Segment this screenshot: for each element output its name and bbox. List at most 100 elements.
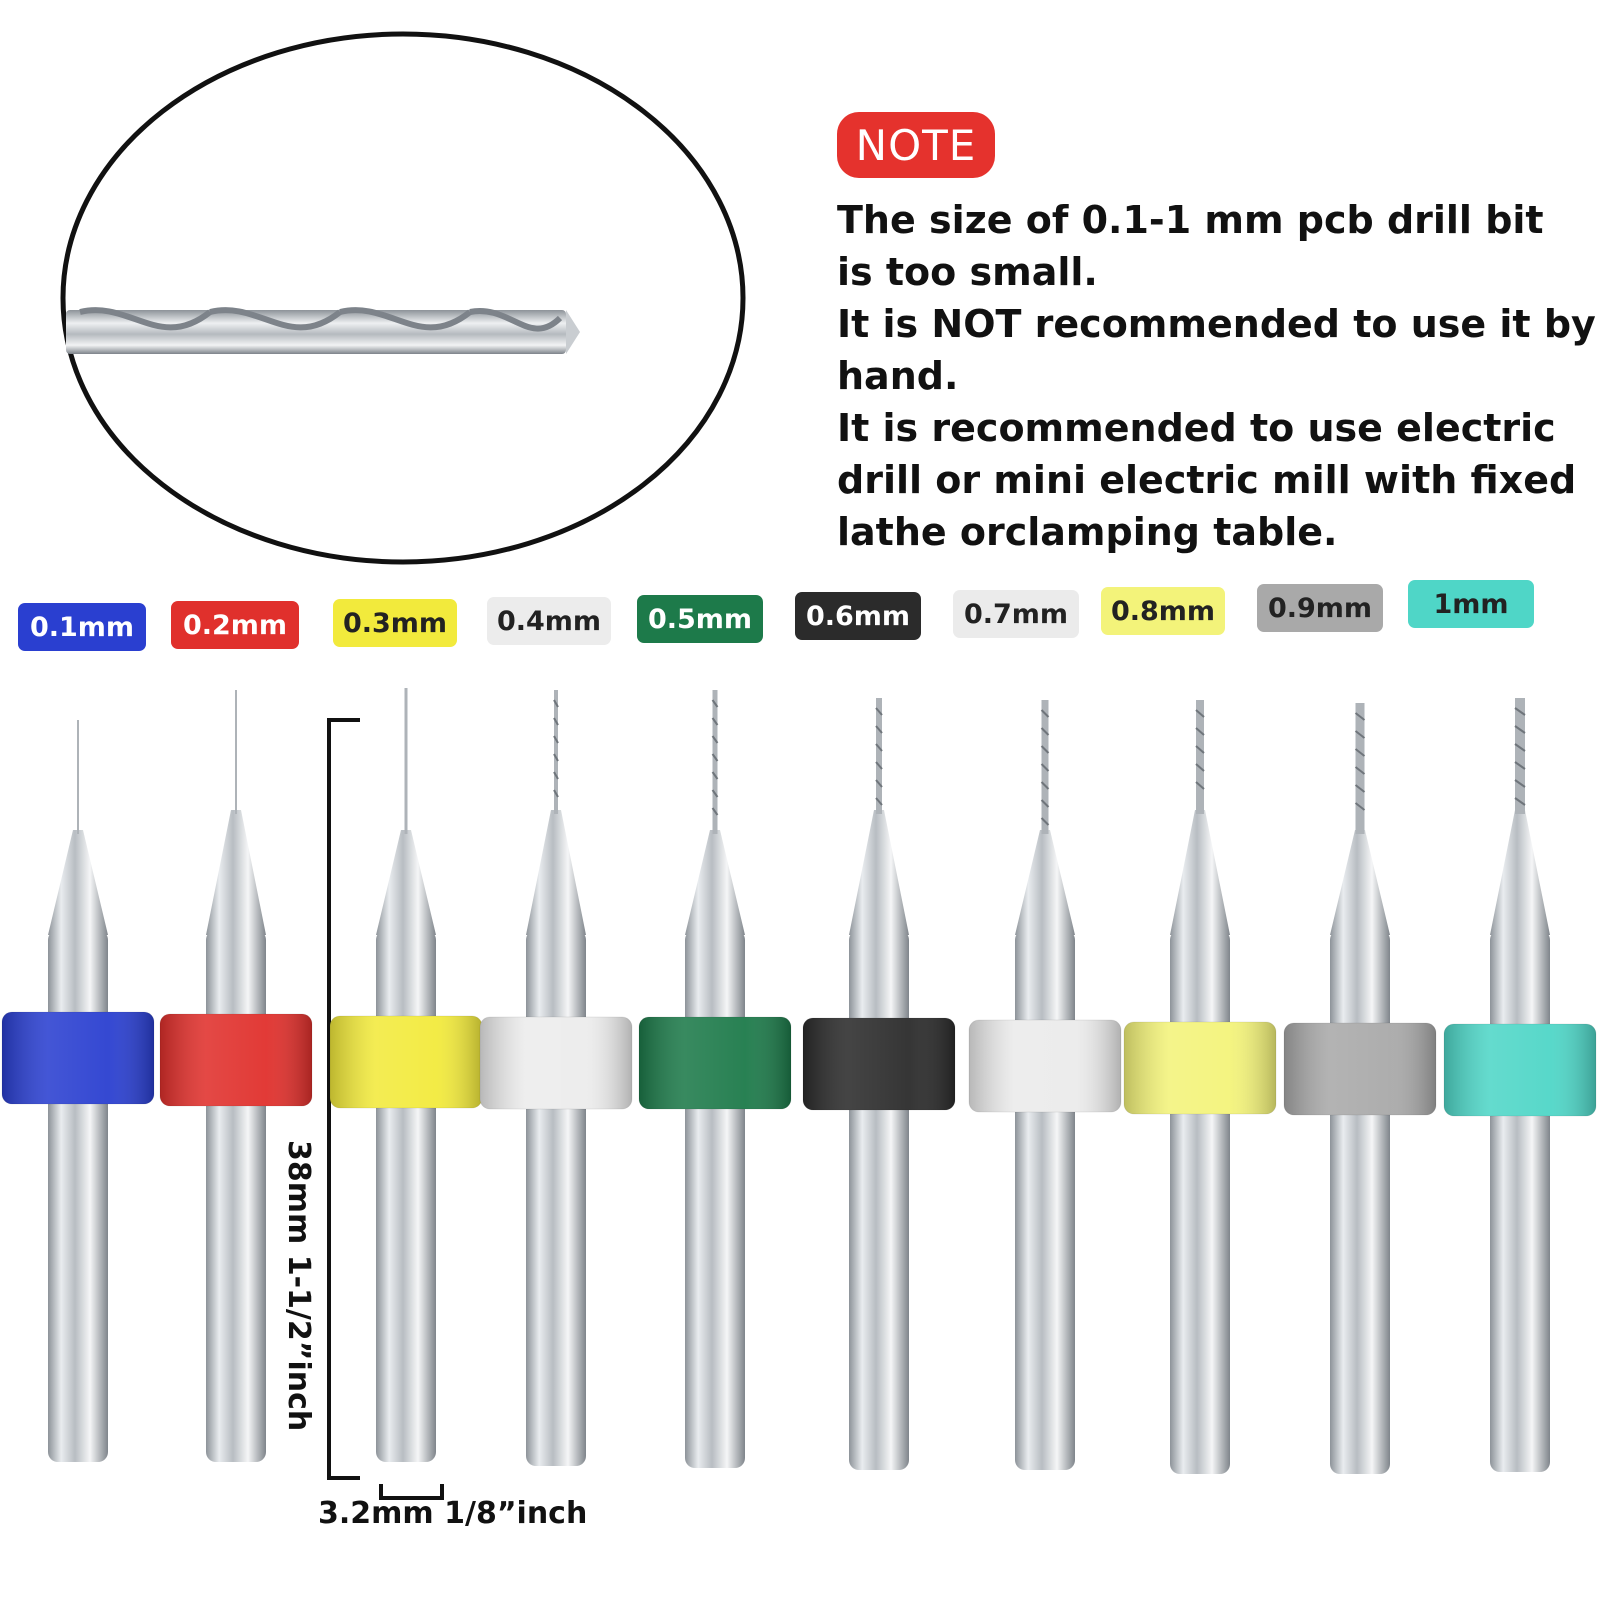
size-tag: 0.1mm (18, 603, 146, 651)
flute-groove (553, 735, 559, 744)
flute-groove (875, 761, 883, 770)
drill-shank (526, 930, 586, 1466)
size-tag: 0.2mm (171, 601, 299, 649)
flute-groove (711, 789, 719, 798)
flute-groove (1354, 730, 1366, 739)
size-tag: 0.7mm (953, 590, 1079, 638)
drill-taper (1170, 810, 1230, 935)
flute-groove (1195, 781, 1205, 790)
size-tag: 0.5mm (637, 595, 763, 643)
flute-groove (1040, 817, 1050, 826)
drill-flute (876, 698, 882, 814)
size-tag: 1mm (1408, 580, 1534, 628)
drill-taper (685, 830, 745, 935)
flute-groove (711, 807, 719, 816)
flute-groove (553, 771, 559, 780)
flute-groove (1514, 743, 1526, 752)
flute-groove (1195, 745, 1205, 754)
drill-taper (206, 810, 266, 935)
drill-bit (329, 688, 483, 1462)
collar-shading (480, 1017, 632, 1109)
drill-bit (159, 690, 313, 1462)
collar-shading (1444, 1024, 1596, 1116)
flute-groove (875, 779, 883, 788)
drill-flute (712, 690, 718, 834)
drill-shank (376, 930, 436, 1462)
drill-bit (1443, 698, 1597, 1472)
drill-shank (685, 930, 745, 1468)
size-tag: 0.4mm (487, 597, 611, 645)
flute-groove (711, 735, 719, 744)
magnifier-circle (60, 31, 746, 565)
note-line: is too small. (837, 250, 1098, 294)
collar-shading (969, 1020, 1121, 1112)
flute-groove (1040, 799, 1050, 808)
magnified-drill-bit (66, 307, 580, 354)
drill-taper (376, 830, 436, 935)
diameter-dimension-bracket (379, 1484, 444, 1500)
collar-shading (330, 1016, 482, 1108)
drill-flute (404, 688, 408, 834)
drill-taper (48, 830, 108, 935)
drill-shank (849, 930, 909, 1470)
drill-flute (1196, 700, 1204, 814)
note-line: lathe orclamping table. (837, 510, 1338, 554)
note-badge: NOTE (837, 112, 995, 178)
flute-groove (875, 725, 883, 734)
note-line: The size of 0.1-1 mm pcb drill bit (837, 198, 1544, 242)
collar-shading (160, 1014, 312, 1106)
drill-taper (1490, 810, 1550, 935)
flute-groove (553, 753, 559, 762)
flute-groove (1195, 763, 1205, 772)
drill-taper (849, 810, 909, 935)
drill-bit (802, 698, 956, 1470)
drill-flute (554, 690, 558, 814)
flute-groove (1040, 727, 1050, 736)
flute-groove (711, 699, 719, 708)
flute-groove (553, 717, 559, 726)
flute-groove (1514, 797, 1526, 806)
flute-groove (1514, 725, 1526, 734)
flute-groove (1514, 707, 1526, 716)
drill-bit (638, 690, 792, 1468)
length-dimension-bracket (327, 718, 360, 1480)
flute-groove (875, 743, 883, 752)
drill-bit (479, 690, 633, 1466)
flute-groove (711, 771, 719, 780)
flute-groove (711, 717, 719, 726)
drill-shank (1330, 930, 1390, 1474)
flute-groove (1354, 784, 1366, 793)
flute-groove (1195, 727, 1205, 736)
drill-taper (1330, 830, 1390, 935)
collar-shading (1124, 1022, 1276, 1114)
flute-groove (1040, 709, 1050, 718)
flute-groove (1040, 745, 1050, 754)
drill-flute (77, 720, 79, 834)
collar-shading (639, 1017, 791, 1109)
flute-groove (875, 707, 883, 716)
flute-groove (1354, 748, 1366, 757)
length-dimension-label: 38mm 1-1/2”inch (281, 1140, 316, 1432)
collar-shading (2, 1012, 154, 1104)
drill-bit (1283, 703, 1437, 1474)
flute-groove (875, 797, 883, 806)
size-tag: 0.8mm (1101, 587, 1225, 635)
flute-groove (553, 699, 559, 708)
drill-taper (1015, 830, 1075, 935)
flute-groove (1040, 781, 1050, 790)
size-tag: 0.6mm (795, 592, 921, 640)
diameter-dimension-label: 3.2mm 1/8”inch (318, 1496, 588, 1531)
drill-bit (968, 700, 1122, 1470)
collar-shading (1284, 1023, 1436, 1115)
note-line: drill or mini electric mill with fixed (837, 458, 1577, 502)
drill-shank (1170, 930, 1230, 1474)
size-tag: 0.9mm (1257, 584, 1383, 632)
flute-groove (1354, 802, 1366, 811)
note-line: It is recommended to use electric (837, 406, 1556, 450)
flute-groove (1195, 709, 1205, 718)
size-tag: 0.3mm (333, 599, 457, 647)
flute-groove (1040, 763, 1050, 772)
flute-groove (1514, 761, 1526, 770)
